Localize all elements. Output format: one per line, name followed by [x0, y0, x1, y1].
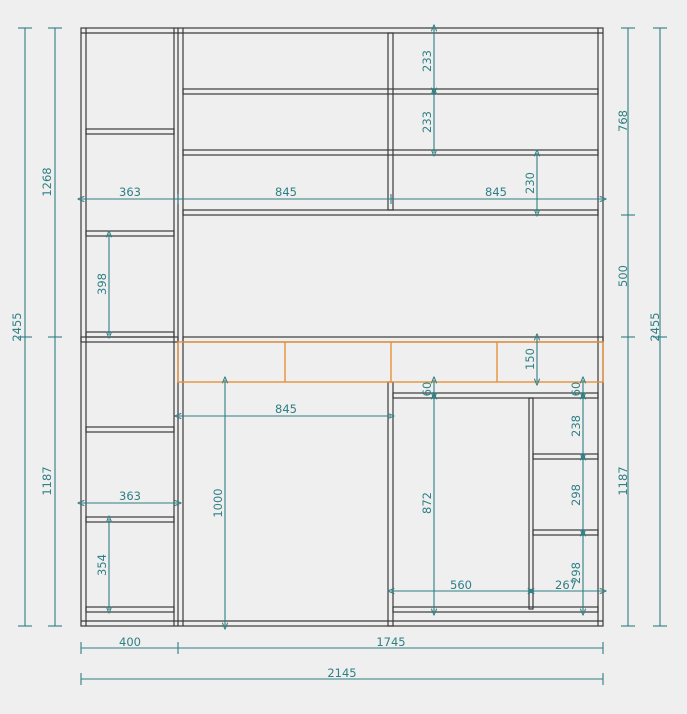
dimension-labels: 2455 1268 1187 768 500 1187 2455 400 174…	[10, 50, 662, 680]
drawer-band	[177, 341, 604, 383]
dim-upper-shelf-2: 233	[420, 111, 434, 133]
lower-center-divider	[387, 381, 394, 627]
left-shelf-3	[85, 331, 175, 338]
dim-upper-col-left: 363	[119, 185, 141, 199]
lower-right-bottom-shelf	[392, 606, 599, 613]
left-shelf-7	[85, 606, 175, 613]
outer-outline	[80, 27, 604, 627]
left-shelf-4	[80, 336, 179, 343]
dim-upper-col-middle: 845	[275, 185, 297, 199]
dim-lower-open-width: 845	[275, 402, 297, 416]
dim-overall-height-left: 2455	[10, 312, 24, 341]
dimension-lines	[18, 28, 667, 685]
dim-lower-height-left: 1187	[40, 466, 54, 495]
dim-bottom-right-width: 1745	[376, 635, 405, 649]
lower-right-shelf-2	[532, 529, 599, 536]
dim-overall-height-right: 2455	[648, 312, 662, 341]
dim-right-shelf-3: 298	[569, 562, 583, 584]
upper-shelf-3	[182, 209, 599, 216]
dim-right-shelf-1: 238	[569, 415, 583, 437]
dim-left-comp-upper: 398	[95, 273, 109, 295]
left-shelf-1	[85, 128, 175, 135]
dim-right-cabinet-height: 872	[420, 492, 434, 514]
cabinet-frame	[80, 27, 604, 627]
lower-right-inner-divider	[528, 397, 534, 610]
dim-left-comp-lower: 354	[95, 554, 109, 576]
upper-vertical-divider	[387, 32, 394, 211]
dim-bottom-total-width: 2145	[327, 666, 356, 680]
dim-right-narrow-width: 267	[555, 578, 577, 592]
dim-drawer-band-height: 150	[523, 348, 537, 370]
dim-bottom-left-width: 400	[119, 635, 141, 649]
upper-shelf-1	[182, 88, 599, 95]
dim-right-top-gap-left: 60	[420, 382, 434, 397]
left-shelf-2	[85, 230, 175, 237]
dim-upper-shelf-3: 230	[523, 172, 537, 194]
dim-right-cabinet-width: 560	[450, 578, 472, 592]
dim-middle-section-right: 500	[616, 265, 630, 287]
dim-right-top-gap-right: 60	[569, 382, 583, 397]
dim-right-shelf-2: 298	[569, 484, 583, 506]
dim-lower-height-right: 1187	[616, 466, 630, 495]
dim-upper-shelf-1: 233	[420, 50, 434, 72]
dim-upper-section-right: 768	[616, 110, 630, 132]
lower-right-shelf-1	[532, 453, 599, 460]
upper-shelf-2	[182, 149, 599, 156]
dim-lower-open-height: 1000	[211, 488, 225, 517]
dim-upper-height-left: 1268	[40, 167, 54, 196]
left-shelf-5	[85, 426, 175, 433]
upper-long-shelf	[182, 336, 604, 343]
lower-right-top-shelf	[392, 392, 599, 399]
left-shelf-6	[85, 516, 175, 523]
dim-upper-col-right: 845	[485, 185, 507, 199]
dim-lower-left-col-width: 363	[119, 489, 141, 503]
